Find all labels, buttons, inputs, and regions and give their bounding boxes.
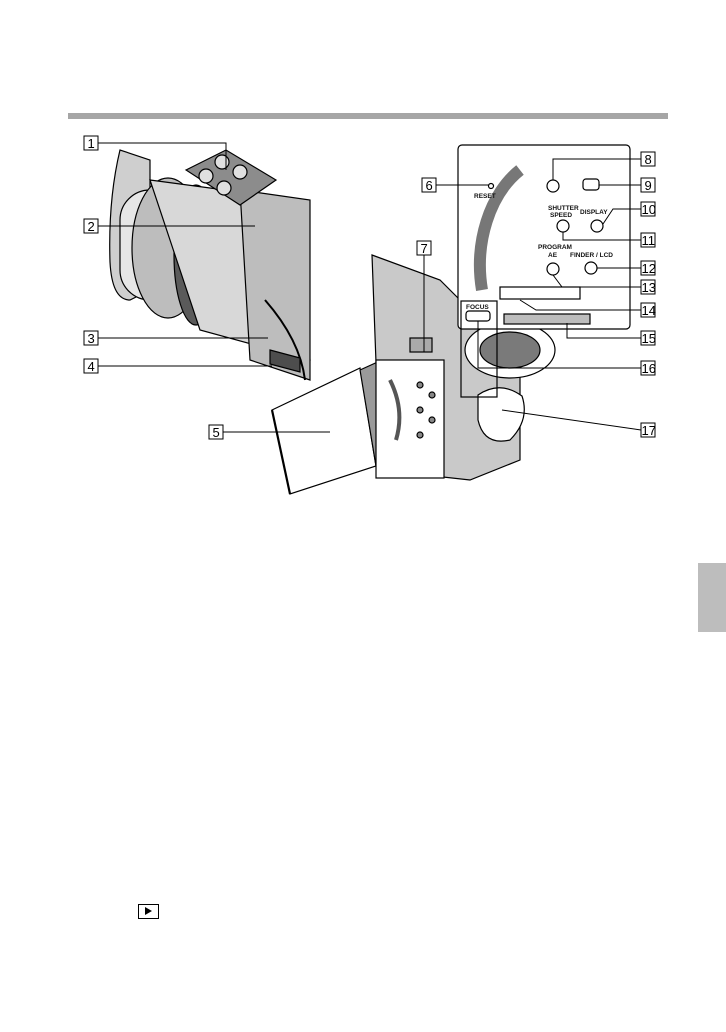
callout-1: 1 <box>83 135 99 151</box>
svg-text:3: 3 <box>88 331 95 346</box>
callout-16: 16 <box>640 360 656 376</box>
callout-12: 12 <box>640 260 656 276</box>
shutter-label-line2: SPEED <box>550 212 572 219</box>
header-rule <box>68 113 668 119</box>
reset-label: RESET <box>474 193 496 200</box>
callout-13: 13 <box>640 279 656 295</box>
camcorder-rear-illustration <box>371 144 631 481</box>
program-label-line1: PROGRAM <box>538 244 572 251</box>
svg-text:4: 4 <box>88 359 95 374</box>
callout-17: 17 <box>640 422 656 438</box>
svg-text:14: 14 <box>642 303 656 318</box>
svg-text:11: 11 <box>642 233 656 248</box>
callout-15: 15 <box>640 330 656 346</box>
program-label-line2: AE <box>548 252 558 259</box>
rear-panel-button-labels: RESET SHUTTER SPEED DISPLAY PROGRAM AE F… <box>466 193 613 311</box>
svg-text:7: 7 <box>421 241 428 256</box>
callout-3: 3 <box>83 330 99 346</box>
shutter-label-line1: SHUTTER <box>548 205 579 212</box>
callout-2: 2 <box>83 218 99 234</box>
svg-text:9: 9 <box>645 178 652 193</box>
svg-text:13: 13 <box>642 280 656 295</box>
section-tab <box>698 563 726 632</box>
svg-text:16: 16 <box>642 361 656 376</box>
svg-text:2: 2 <box>88 219 95 234</box>
callout-8: 8 <box>640 151 656 167</box>
callout-14: 14 <box>640 302 656 318</box>
callout-10: 10 <box>640 201 656 217</box>
svg-text:8: 8 <box>645 152 652 167</box>
callout-5: 5 <box>208 424 224 440</box>
svg-text:6: 6 <box>426 178 433 193</box>
play-icon <box>138 904 159 919</box>
callout-6: 6 <box>421 177 437 193</box>
callout-9: 9 <box>640 177 656 193</box>
callout-11: 11 <box>640 232 656 248</box>
svg-text:12: 12 <box>642 261 656 276</box>
svg-text:5: 5 <box>213 425 220 440</box>
focus-label: FOCUS <box>466 304 489 311</box>
svg-text:15: 15 <box>642 331 656 346</box>
svg-text:17: 17 <box>642 423 656 438</box>
svg-text:1: 1 <box>88 136 95 151</box>
leader-lines <box>98 142 642 433</box>
callout-4: 4 <box>83 358 99 374</box>
callout-7: 7 <box>416 240 432 256</box>
svg-text:10: 10 <box>642 202 656 217</box>
display-label: DISPLAY <box>580 209 608 216</box>
camcorder-front-illustration <box>109 149 383 495</box>
finder-lcd-label: FINDER / LCD <box>570 252 613 259</box>
